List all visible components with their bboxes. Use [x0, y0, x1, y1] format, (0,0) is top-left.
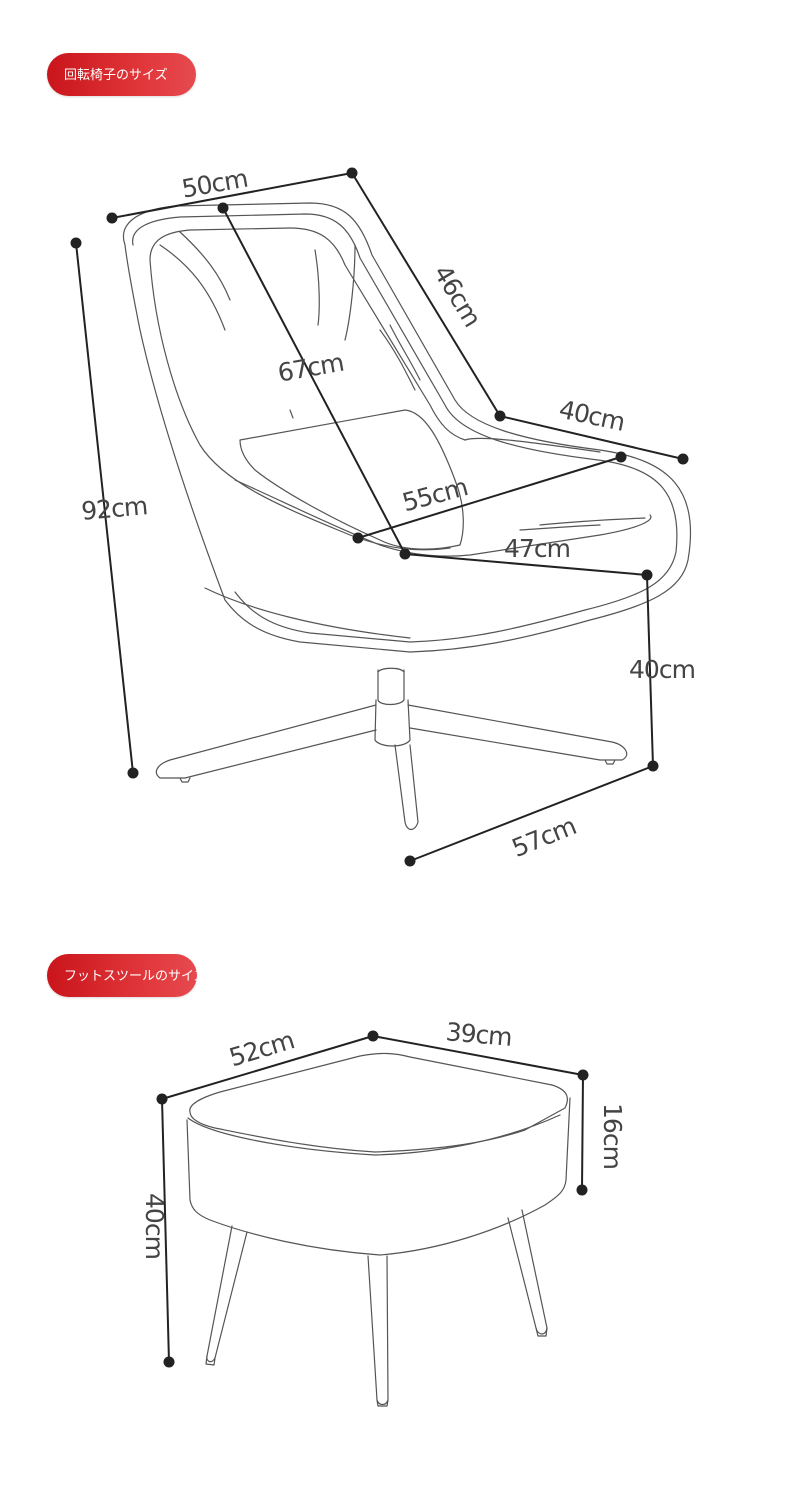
- dim-stool-total-height: 40cm: [140, 1193, 169, 1259]
- dim-stool-cushion-height: 16cm: [598, 1103, 627, 1169]
- dimension-point: [404, 855, 416, 867]
- dimension-point: [127, 767, 139, 779]
- chair-illustration: [123, 202, 692, 831]
- chair-dimension-lines: [75, 172, 684, 862]
- dimension-point: [577, 1069, 589, 1081]
- dim-stool-depth: 39cm: [445, 1017, 513, 1052]
- dim-total-height: 92cm: [80, 491, 148, 526]
- dimension-point: [576, 1184, 588, 1196]
- dimension-point: [106, 212, 118, 224]
- dimension-point: [677, 453, 689, 465]
- stool-dimension-lines: [161, 1035, 584, 1363]
- dimension-point: [163, 1356, 175, 1368]
- stool-size-badge: フットスツールのサイズ: [47, 954, 207, 997]
- chair-size-badge: 回転椅子のサイズ: [47, 53, 196, 96]
- dim-top-depth: 46cm: [428, 260, 487, 331]
- dim-stool-width: 52cm: [226, 1025, 298, 1072]
- dim-seat-width: 55cm: [399, 472, 470, 517]
- dim-seat-height: 40cm: [629, 655, 695, 684]
- stool-dimension-points: [156, 1030, 589, 1368]
- dim-top-width: 50cm: [180, 164, 250, 204]
- dimension-point: [615, 451, 627, 463]
- dimension-point: [346, 167, 358, 179]
- dimension-point: [367, 1030, 379, 1042]
- dimension-point: [641, 569, 653, 581]
- dim-back-height: 67cm: [276, 348, 346, 388]
- dimension-point: [352, 532, 364, 544]
- dim-seat-depth-inner: 47cm: [504, 534, 570, 563]
- dimension-point: [647, 760, 659, 772]
- chair-dimension-points: [70, 167, 689, 867]
- dim-seat-depth: 40cm: [557, 395, 628, 437]
- dimension-point: [399, 548, 411, 560]
- dimension-point: [217, 202, 229, 214]
- stool-illustration: [186, 1052, 571, 1407]
- dimension-point: [156, 1093, 168, 1105]
- dimension-point: [494, 410, 506, 422]
- dimension-point: [70, 237, 82, 249]
